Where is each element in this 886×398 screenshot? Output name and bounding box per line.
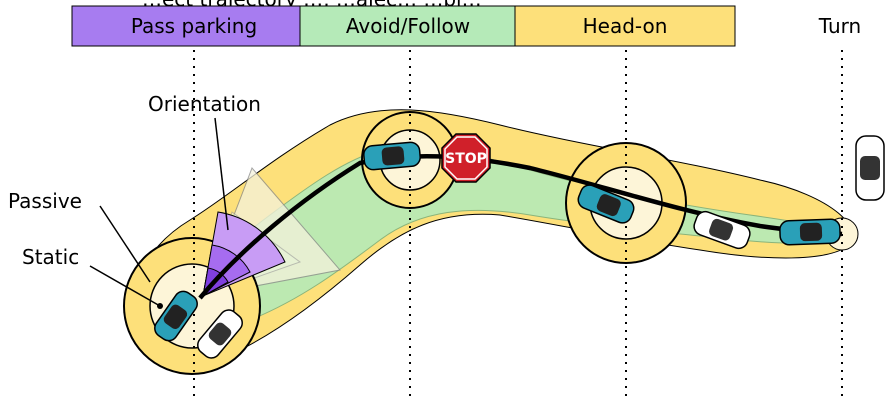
phase-turn-label: Turn (818, 14, 861, 38)
phase-head-on (514, 5, 736, 47)
stop-sign: STOP (441, 133, 491, 183)
ego-car-start (154, 290, 198, 342)
phase-bar: Pass parking Avoid/Follow Head-on Turn (71, 5, 861, 47)
stop-sign-text: STOP (445, 151, 487, 167)
ego-car-end (779, 218, 841, 246)
static-marker (157, 303, 163, 309)
ego-car-headon (577, 184, 635, 224)
other-car-turn (855, 135, 885, 201)
phase-avoid-follow (299, 5, 516, 47)
static-pointer (89, 265, 161, 307)
other-car-headon (693, 210, 751, 250)
other-car-start (197, 309, 243, 359)
orientation-label: Orientation (148, 92, 261, 116)
ego-trajectory (198, 153, 843, 300)
orientation-pointer (214, 117, 229, 231)
ego-car-stop (363, 141, 421, 171)
phase-pass-parking-label: Pass parking (131, 14, 257, 38)
phase-head-on-label: Head-on (583, 14, 668, 38)
phase-pass-parking (71, 5, 301, 47)
phase-separators (193, 50, 843, 398)
phase-avoid-follow-label: Avoid/Follow (346, 14, 470, 38)
passive-pointer (99, 205, 151, 283)
passive-label: Passive (8, 189, 82, 213)
static-label: Static (22, 245, 79, 269)
